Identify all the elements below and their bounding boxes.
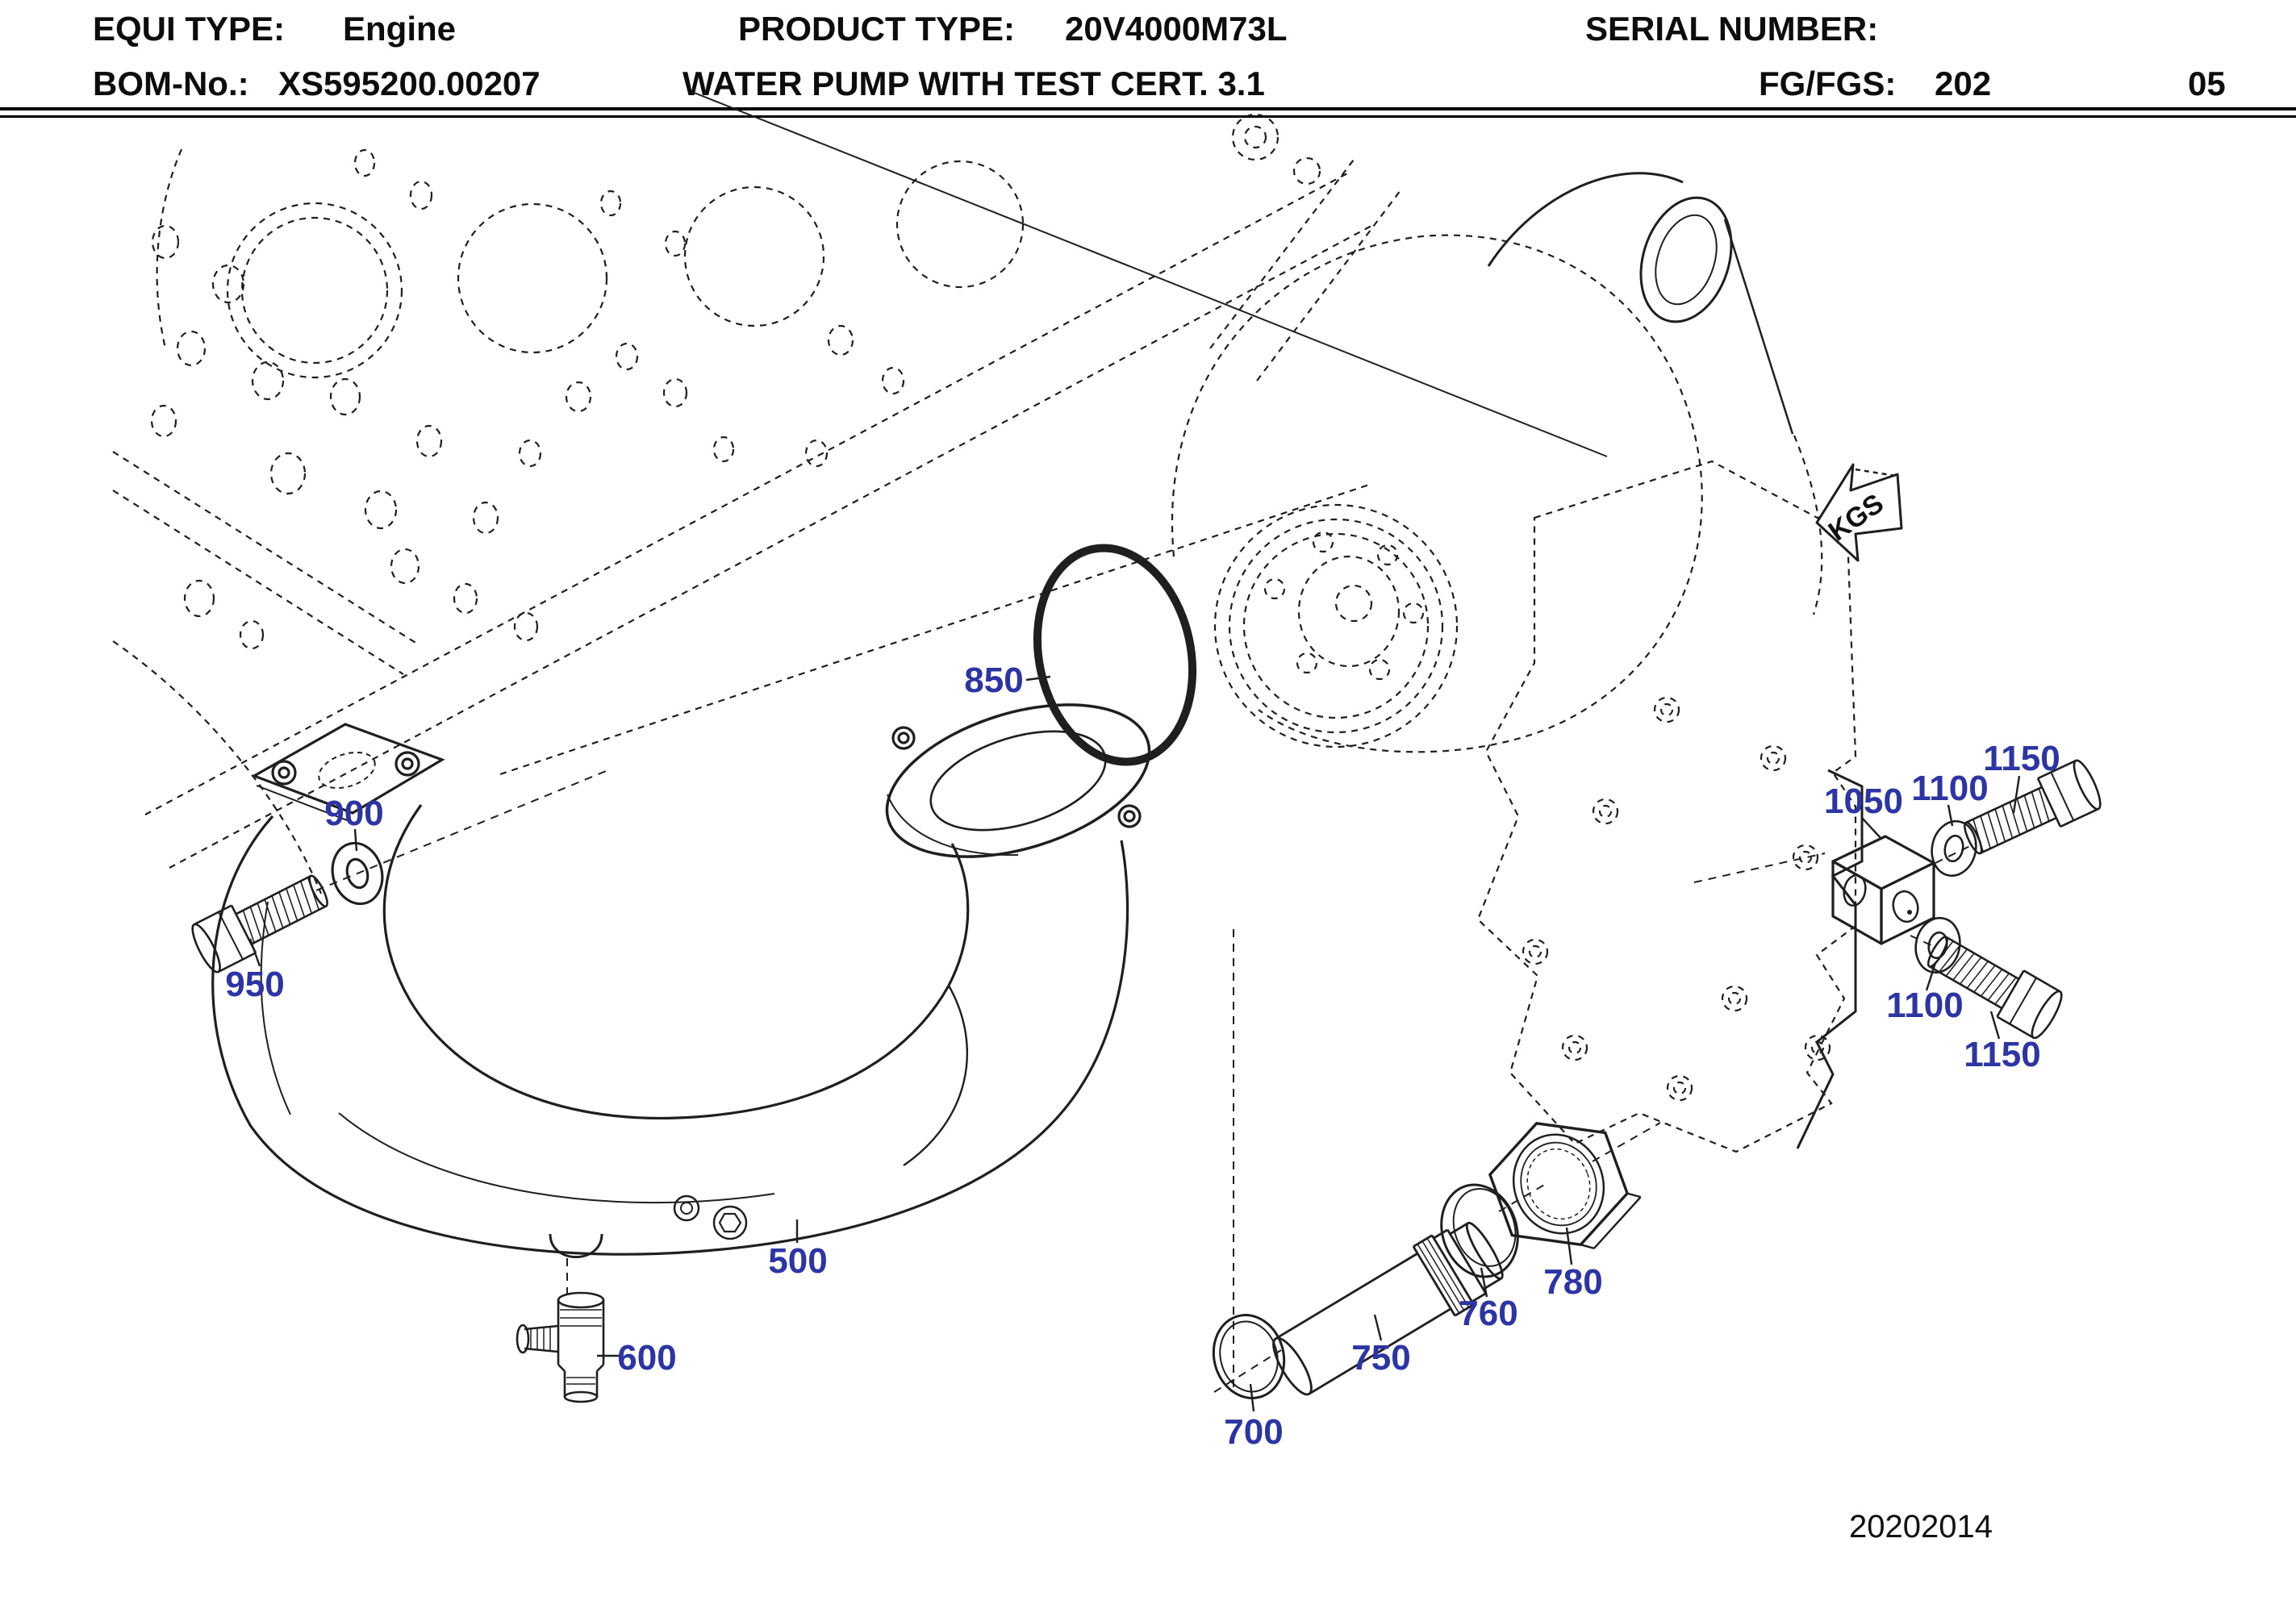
serial-number-label: SERIAL NUMBER: [1585,10,1879,48]
callout-500: 500 [768,1241,827,1281]
callout-700: 700 [1224,1412,1283,1452]
part-1050-block [1831,835,1935,945]
fg-fgs-label: FG/FGS: [1759,65,1897,102]
callout-750: 750 [1351,1338,1410,1378]
part-760-seal [1440,1183,1519,1278]
callout-1150-upper: 1150 [1983,739,2060,778]
part-780-nut [1488,1122,1642,1249]
callout-1100-upper: 1100 [1911,769,1988,808]
kgs-arrow: KGS [1815,463,1903,562]
part-750-tube [1272,1221,1504,1396]
footer-code: 20202014 [1849,1509,1993,1545]
sheet-description: WATER PUMP WITH TEST CERT. 3.1 [683,65,1265,102]
part-600-drain-valve [516,1291,605,1403]
assembly-axis-lines [315,769,1976,1393]
callout-1100-lower: 1100 [1886,986,1963,1025]
bom-value: XS595200.00207 [278,65,541,102]
callout-780: 780 [1543,1262,1602,1302]
callout-950: 950 [225,965,284,1004]
page-number: 05 [2188,65,2226,102]
pump-housing-outline [1171,113,1857,1153]
equi-type-value: Engine [343,10,457,48]
part-1100-washer-lower [1910,912,1966,978]
callout-900: 900 [324,794,383,833]
part-700-oring [1212,1314,1286,1399]
part-850-oring [1033,544,1197,766]
header-divider [0,107,2296,118]
callout-760: 760 [1459,1294,1517,1333]
fg-fgs-value: 202 [1935,65,1992,102]
product-type-value: 20V4000M73L [1065,10,1288,48]
callout-1150-lower: 1150 [1964,1035,2040,1074]
equi-type-label: EQUI TYPE: [93,10,286,48]
bom-label: BOM-No.: [93,65,249,102]
callout-850: 850 [964,661,1023,700]
callout-1050: 1050 [1824,782,1903,821]
product-type-label: PRODUCT TYPE: [738,10,1016,48]
callout-leader-lines [248,675,2021,1412]
part-500-pipe [211,703,1151,1258]
callout-labels: 850 900 950 500 600 700 750 760 780 1050… [225,661,2060,1452]
pump-housing-solid-edges [691,91,1864,1149]
callout-600: 600 [617,1338,676,1378]
engine-block-outline [112,148,1372,894]
